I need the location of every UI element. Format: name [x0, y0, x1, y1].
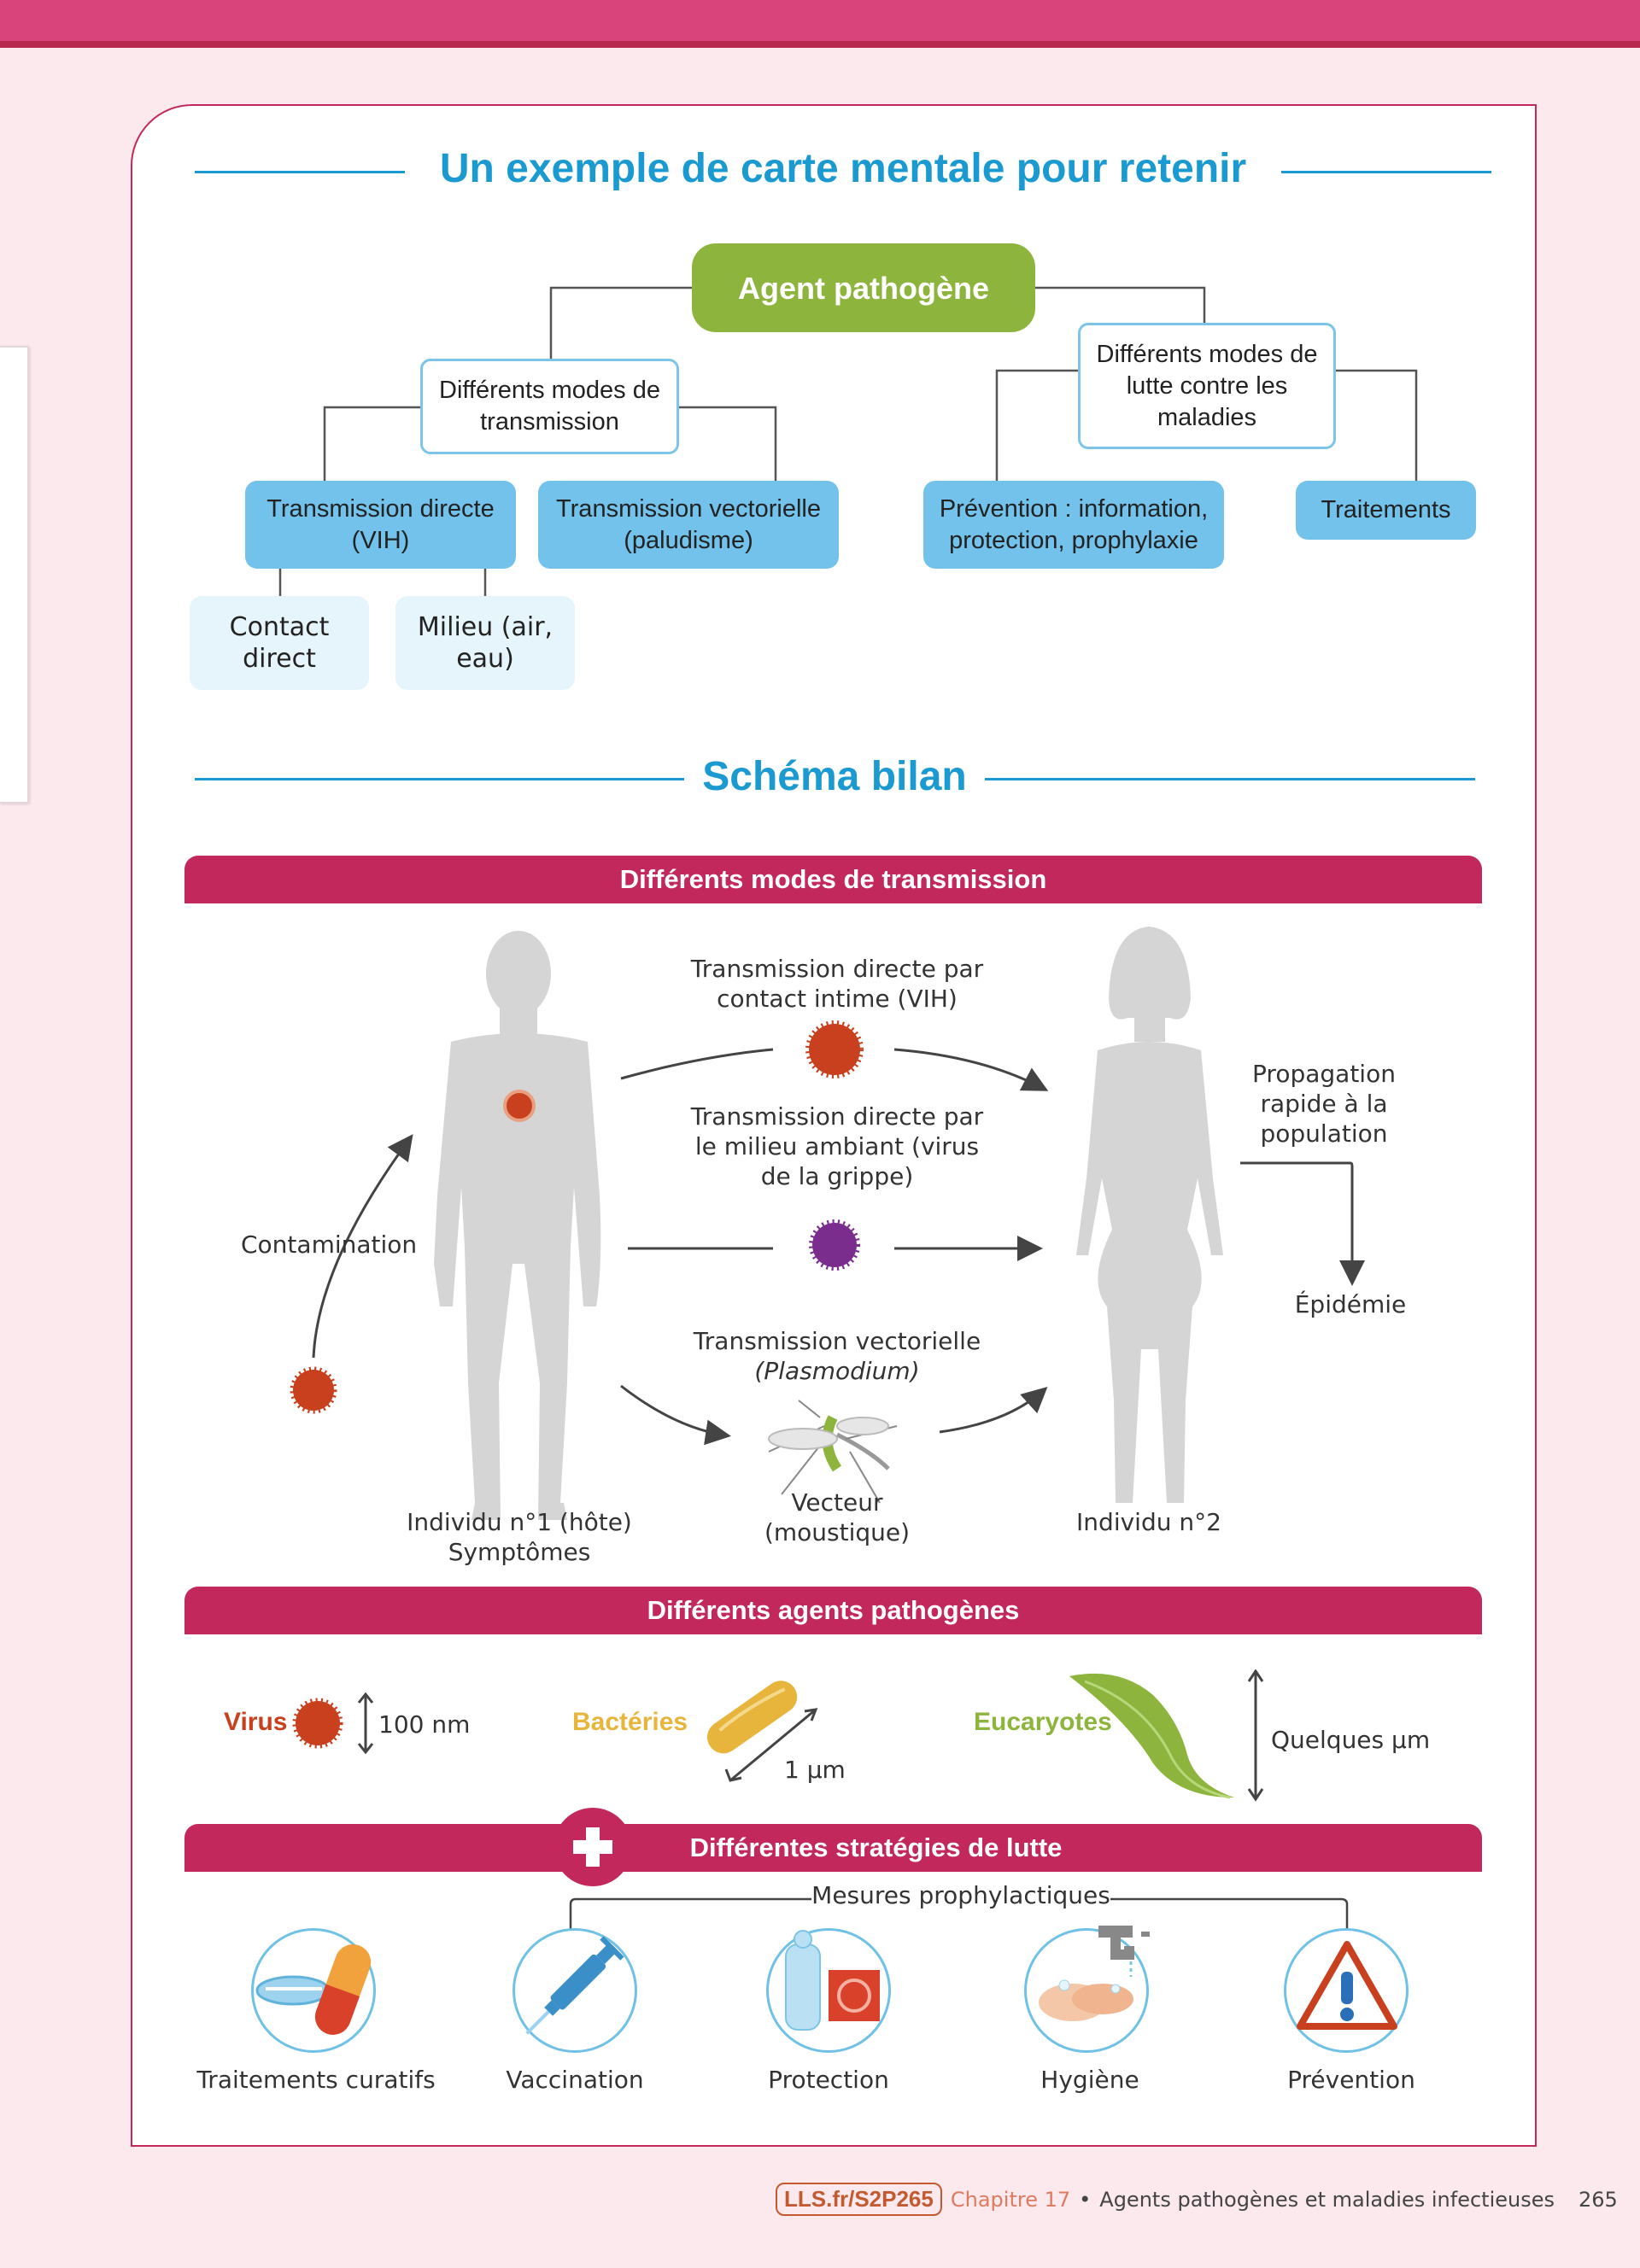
bilan-rule-left [195, 778, 684, 780]
footer-separator: • [1079, 2187, 1092, 2212]
vaccination-syringe-icon [512, 1928, 637, 2053]
individual-2-silhouette [1076, 926, 1223, 1503]
title-rule-left [195, 171, 405, 173]
virus-purple-icon [809, 1219, 860, 1271]
arrow-vector-left [620, 1384, 731, 1446]
node-vector-transmission: Transmission vectorielle (paludisme) [538, 481, 839, 569]
prophylactic-label: Mesures prophylactiques [811, 1881, 1110, 1909]
agent-bacteria-icon [706, 1681, 818, 1782]
label-vector: Transmission vectorielle (Plasmodium) [666, 1326, 1008, 1386]
band-strategies: Différentes stratégies de lutte [184, 1824, 1482, 1872]
top-header-line [0, 41, 1640, 48]
agent-virus-size: 100 nm [378, 1710, 471, 1739]
arrow-contamination [312, 1134, 413, 1359]
node-transmission-modes: Différents modes de transmission [420, 359, 679, 454]
arrow-contact-left [620, 1048, 774, 1080]
medical-cross-icon [554, 1808, 632, 1886]
strategy-label-treatments: Traitements curatifs [196, 2066, 436, 2094]
individual1-name: Individu n°1 (hôte) [407, 1508, 632, 1536]
node-contact-direct: Contact direct [190, 596, 369, 690]
label-epidemic: Épidémie [1294, 1290, 1407, 1318]
band-transmission-modes: Différents modes de transmission [184, 856, 1482, 903]
protection-condom-icon [766, 1928, 891, 2053]
agent-bacteria-size: 1 µm [784, 1756, 846, 1784]
hygiene-handwash-icon [1024, 1926, 1150, 2053]
agent-virus-label: Virus [224, 1708, 288, 1736]
node-fight-modes: Différents modes de lutte contre les mal… [1078, 323, 1336, 449]
prevention-warning-icon [1284, 1928, 1409, 2053]
agent-eukaryotes-size: Quelques µm [1271, 1726, 1431, 1754]
arrow-contact-right [893, 1048, 1049, 1091]
mindmap-root-node: Agent pathogène [692, 243, 1035, 332]
label-contamination: Contamination [241, 1230, 418, 1259]
node-milieu: Milieu (air, eau) [395, 596, 575, 690]
page-footer: LLS.fr/S2P265 Chapitre 17 • Agents patho… [776, 2183, 1618, 2216]
node-prevention: Prévention : information, protection, pr… [923, 481, 1224, 569]
top-header-bar [0, 0, 1640, 41]
treatment-pill-icon [251, 1928, 376, 2053]
node-treatments: Traitements [1296, 481, 1476, 540]
footer-page-number: 265 [1578, 2187, 1618, 2212]
strategy-label-protection: Protection [768, 2066, 889, 2094]
label-vector-species: (Plasmodium) [754, 1357, 920, 1385]
vector-mosquito: (moustique) [764, 1518, 911, 1546]
individual-1-silhouette [434, 931, 601, 1520]
arrow-vector-right [939, 1386, 1048, 1434]
strategy-label-vaccination: Vaccination [506, 2066, 644, 2094]
label-vector-title: Transmission vectorielle [693, 1327, 981, 1355]
transmission-diagram [290, 926, 1365, 1520]
strategy-label-prevention: Prévention [1287, 2066, 1415, 2094]
mosquito-icon [768, 1400, 898, 1504]
agent-bacteria-label: Bactéries [572, 1708, 688, 1736]
side-margin-tab [0, 346, 29, 804]
label-propagation: Propagation rapide à la population [1252, 1060, 1396, 1148]
label-individual2: Individu n°2 [1076, 1508, 1221, 1536]
agent-virus-icon [292, 1692, 374, 1755]
footer-link[interactable]: LLS.fr/S2P265 [776, 2183, 942, 2216]
arrow-epidemic [1240, 1161, 1365, 1286]
mindmap-title: Un exemple de carte mentale pour retenir [439, 146, 1247, 191]
node-direct-transmission: Transmission directe (VIH) [245, 481, 516, 569]
label-individual1: Individu n°1 (hôte) Symptômes [393, 1507, 646, 1567]
label-direct-contact: Transmission directe par contact intime … [690, 955, 984, 1013]
virus-in-body-icon [503, 1090, 536, 1122]
band-agents: Différents agents pathogènes [184, 1587, 1482, 1634]
footer-chapter: Chapitre 17 [950, 2187, 1071, 2212]
virus-red-icon [805, 1020, 864, 1078]
bilan-rule-right [985, 778, 1475, 780]
band-strategies-label: Différentes stratégies de lutte [689, 1833, 1063, 1862]
individual1-symptoms: Symptômes [448, 1538, 591, 1566]
agent-eukaryotes-label: Eucaryotes [974, 1708, 1112, 1736]
bilan-title: Schéma bilan [702, 754, 967, 799]
prophylactic-bracket [569, 1897, 1349, 1930]
footer-subject: Agents pathogènes et maladies infectieus… [1099, 2187, 1555, 2212]
strategy-label-hygiene: Hygiène [1040, 2066, 1139, 2094]
virus-contamination-icon [290, 1366, 337, 1414]
mindmap-connectors [278, 286, 1418, 596]
agent-eukaryote-icon [1069, 1669, 1264, 1802]
label-direct-milieu: Transmission directe par le milieu ambia… [690, 1102, 984, 1190]
vector-name: Vecteur [791, 1488, 883, 1517]
label-vector-mosquito: Vecteur (moustique) [743, 1488, 931, 1547]
title-rule-right [1281, 171, 1491, 173]
